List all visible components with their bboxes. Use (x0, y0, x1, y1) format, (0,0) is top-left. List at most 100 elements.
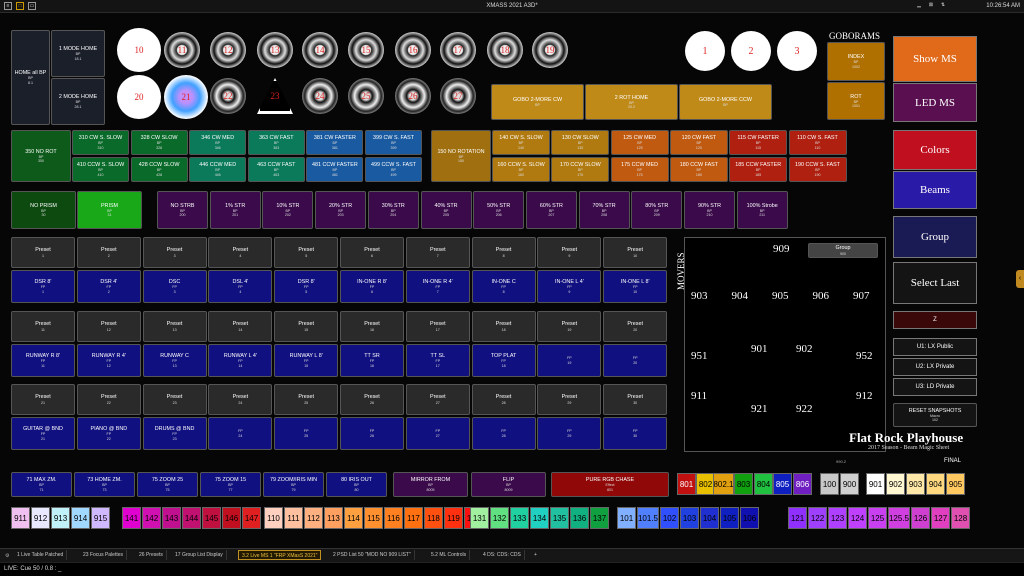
channel-903[interactable]: 903 (691, 290, 708, 302)
color-133[interactable]: 133 (510, 507, 529, 529)
color-116[interactable]: 116 (384, 507, 403, 529)
color-121[interactable]: 121 (788, 507, 807, 529)
u2-button[interactable]: U2: LX Private (893, 358, 977, 376)
gobo-index-3[interactable]: 3 (777, 31, 817, 71)
gobo-12[interactable]: 12 (210, 32, 246, 68)
color-142[interactable]: 142 (142, 507, 161, 529)
color-912[interactable]: 912 (31, 507, 50, 529)
add-tab-icon[interactable]: + (534, 552, 537, 558)
channel-921[interactable]: 921 (751, 403, 768, 415)
settings-icon[interactable]: ⚙ (5, 553, 10, 559)
tab-6[interactable]: 5.2 ML Controls (428, 550, 471, 560)
side-panel-toggle-icon[interactable]: ‹ (1016, 270, 1024, 288)
tab-5[interactable]: 2 PSD List 50 "MOD NO 909 LIST" (330, 550, 415, 560)
command-line[interactable]: LIVE: Cue 50 / 0.8 : _ (0, 562, 1024, 576)
color-915[interactable]: 915 (91, 507, 110, 529)
color-141[interactable]: 141 (122, 507, 141, 529)
network-icon[interactable]: ⇅ (940, 2, 946, 8)
group-button[interactable]: Group (893, 216, 977, 258)
gobo-19[interactable]: 19 (532, 32, 568, 68)
color-105[interactable]: 105 (720, 507, 739, 529)
color-111[interactable]: 111 (284, 507, 303, 529)
color-125.5[interactable]: 125.5 (888, 507, 910, 529)
tab-4[interactable]: 3.2 Live MS 1 "FRP XMasS 2021" (238, 550, 322, 560)
color-125[interactable]: 125 (868, 507, 887, 529)
gobo-21[interactable]: 21 (164, 75, 208, 119)
color-911[interactable]: 911 (11, 507, 30, 529)
color-143[interactable]: 143 (162, 507, 181, 529)
minimize-icon[interactable]: ▁ (917, 2, 921, 8)
color-106[interactable]: 106 (740, 507, 759, 529)
led-802.1[interactable]: 802.1 (713, 473, 734, 495)
led-803[interactable]: 803 (734, 473, 753, 495)
color-135[interactable]: 135 (550, 507, 569, 529)
gobo-index-1[interactable]: 1 (685, 31, 725, 71)
channel-901[interactable]: 901 (751, 343, 768, 355)
gobo-22[interactable]: 22 (210, 78, 246, 114)
color-115[interactable]: 115 (364, 507, 383, 529)
gobo-10[interactable]: 10 (117, 28, 161, 72)
color-137[interactable]: 137 (590, 507, 609, 529)
colors-button[interactable]: Colors (893, 130, 977, 170)
display-icon[interactable]: ⊠ (928, 2, 934, 8)
color-104[interactable]: 104 (700, 507, 719, 529)
u3-button[interactable]: U3: LD Private (893, 378, 977, 396)
channel-912[interactable]: 912 (856, 390, 873, 402)
color-110[interactable]: 110 (264, 507, 283, 529)
gobo-20[interactable]: 20 (117, 75, 161, 119)
color-145[interactable]: 145 (202, 507, 221, 529)
channel-952[interactable]: 952 (856, 350, 873, 362)
